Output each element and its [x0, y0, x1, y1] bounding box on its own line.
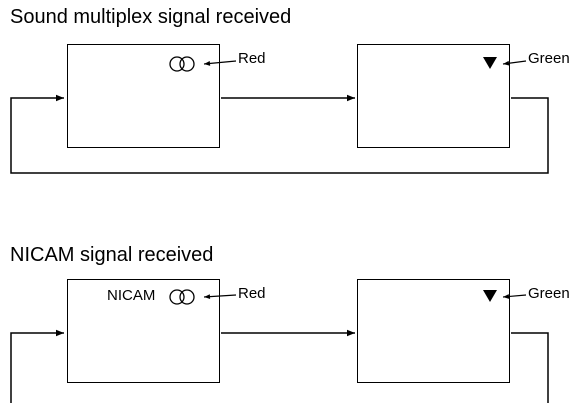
- stereo-rings-icon: [169, 289, 195, 305]
- return-loop-right: [511, 332, 549, 403]
- callout-label-green: Green: [528, 285, 570, 302]
- screen-panel-2: [357, 44, 510, 148]
- down-triangle-icon: [483, 290, 497, 302]
- callout-label-green: Green: [528, 50, 570, 67]
- callout-arrow: [203, 60, 237, 66]
- down-triangle-icon: [483, 57, 497, 69]
- nicam-indicator-text: NICAM: [107, 287, 156, 304]
- callout-arrow: [502, 294, 527, 299]
- callout-arrow: [502, 60, 527, 66]
- screen-panel-1: [67, 44, 220, 148]
- return-loop-arrow: [10, 94, 549, 174]
- callout-label-red: Red: [238, 285, 266, 302]
- return-loop-left: [10, 329, 64, 403]
- callout-label-red: Red: [238, 50, 266, 67]
- stereo-rings-icon: [169, 56, 195, 72]
- callout-arrow: [203, 294, 237, 300]
- section-title-sound-multiplex: Sound multiplex signal received: [10, 6, 292, 28]
- section-title-nicam: NICAM signal received: [10, 244, 214, 266]
- screen-panel-4: [357, 279, 510, 383]
